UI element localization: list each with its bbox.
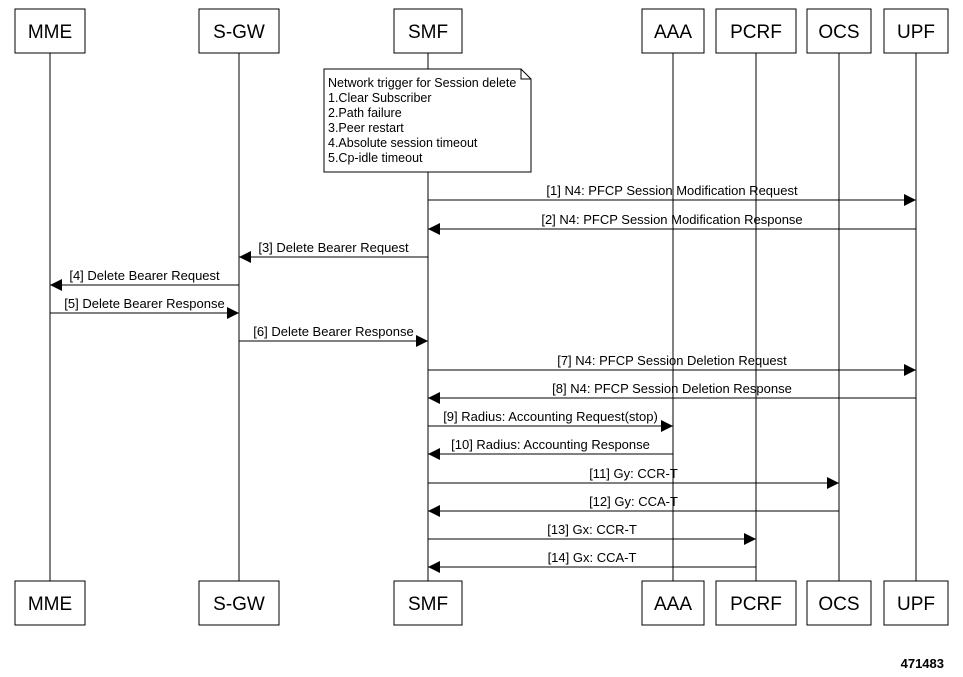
participant-sgw-bottom: S-GW	[198, 580, 280, 626]
participant-label: AAA	[654, 594, 692, 615]
message-label: [9] Radius: Accounting Request(stop)	[443, 409, 658, 424]
message-label: [13] Gx: CCR-T	[547, 522, 637, 537]
participant-ocs-bottom: OCS	[806, 580, 872, 626]
participant-aaa-bottom: AAA	[641, 580, 705, 626]
note-line: Network trigger for Session delete	[328, 76, 516, 90]
message-14: [14] Gx: CCA-T	[428, 550, 756, 573]
participant-box	[14, 8, 86, 54]
participant-box	[641, 8, 705, 54]
participant-box	[198, 8, 280, 54]
message-11: [11] Gy: CCR-T	[428, 466, 839, 489]
participant-box	[715, 580, 797, 626]
participant-pcrf-top: PCRF	[715, 8, 797, 54]
message-label: [12] Gy: CCA-T	[589, 494, 678, 509]
participant-box	[806, 580, 872, 626]
participant-label: MME	[28, 594, 72, 615]
message-label: [5] Delete Bearer Response	[64, 296, 224, 311]
participant-box	[715, 8, 797, 54]
participant-label: AAA	[654, 22, 692, 43]
participant-upf-bottom: UPF	[883, 580, 949, 626]
message-8: [8] N4: PFCP Session Deletion Response	[428, 381, 916, 404]
message-5: [5] Delete Bearer Response	[50, 296, 239, 319]
participant-label: PCRF	[730, 594, 782, 615]
message-10: [10] Radius: Accounting Response	[428, 437, 673, 460]
participant-box	[393, 580, 463, 626]
participant-box	[198, 580, 280, 626]
note-line: 4.Absolute session timeout	[328, 136, 478, 150]
message-2: [2] N4: PFCP Session Modification Respon…	[428, 212, 916, 235]
message-label: [3] Delete Bearer Request	[258, 240, 409, 255]
note-line: 3.Peer restart	[328, 121, 404, 135]
participant-ocs-top: OCS	[806, 8, 872, 54]
participant-smf-bottom: SMF	[393, 580, 463, 626]
trigger-note: Network trigger for Session delete1.Clea…	[323, 68, 532, 173]
message-label: [8] N4: PFCP Session Deletion Response	[552, 381, 792, 396]
messages: [1] N4: PFCP Session Modification Reques…	[50, 183, 916, 573]
note-box	[323, 68, 532, 173]
participant-label: SMF	[408, 22, 448, 43]
participant-label: OCS	[818, 22, 859, 43]
message-1: [1] N4: PFCP Session Modification Reques…	[428, 183, 916, 206]
message-label: [6] Delete Bearer Response	[253, 324, 413, 339]
participant-box	[883, 8, 949, 54]
participant-box	[883, 580, 949, 626]
participant-box	[14, 580, 86, 626]
message-label: [14] Gx: CCA-T	[548, 550, 637, 565]
message-6: [6] Delete Bearer Response	[239, 324, 428, 347]
participant-pcrf-bottom: PCRF	[715, 580, 797, 626]
message-label: [10] Radius: Accounting Response	[451, 437, 650, 452]
message-label: [7] N4: PFCP Session Deletion Request	[557, 353, 787, 368]
participant-label: UPF	[897, 594, 935, 615]
participant-label: PCRF	[730, 22, 782, 43]
participant-aaa-top: AAA	[641, 8, 705, 54]
participant-box	[641, 580, 705, 626]
participant-mme-top: MME	[14, 8, 86, 54]
participant-label: UPF	[897, 22, 935, 43]
message-label: [2] N4: PFCP Session Modification Respon…	[541, 212, 802, 227]
participant-upf-top: UPF	[883, 8, 949, 54]
message-3: [3] Delete Bearer Request	[239, 240, 428, 263]
figure-id: 471483	[901, 656, 944, 671]
message-label: [4] Delete Bearer Request	[69, 268, 220, 283]
message-7: [7] N4: PFCP Session Deletion Request	[428, 353, 916, 376]
participant-sgw-top: S-GW	[198, 8, 280, 54]
participant-mme-bottom: MME	[14, 580, 86, 626]
message-4: [4] Delete Bearer Request	[50, 268, 239, 291]
participant-label: OCS	[818, 594, 859, 615]
message-13: [13] Gx: CCR-T	[428, 522, 756, 545]
participant-boxes: MME MME S-GW S-GW SMF SMF AAA AAA PCRF PCRF OCS OCS…	[14, 8, 949, 626]
participant-label: S-GW	[213, 22, 265, 43]
message-label: [11] Gy: CCR-T	[589, 466, 678, 481]
message-12: [12] Gy: CCA-T	[428, 494, 839, 517]
message-label: [1] N4: PFCP Session Modification Reques…	[546, 183, 798, 198]
note-line: 5.Cp-idle timeout	[328, 151, 423, 165]
note-fold	[520, 69, 531, 80]
participant-smf-top: SMF	[393, 8, 463, 54]
note-line: 1.Clear Subscriber	[328, 91, 432, 105]
participant-label: MME	[28, 22, 72, 43]
note-line: 2.Path failure	[328, 106, 402, 120]
participant-box	[806, 8, 872, 54]
participant-label: SMF	[408, 594, 448, 615]
participant-label: S-GW	[213, 594, 265, 615]
participant-box	[393, 8, 463, 54]
message-9: [9] Radius: Accounting Request(stop)	[428, 409, 673, 432]
